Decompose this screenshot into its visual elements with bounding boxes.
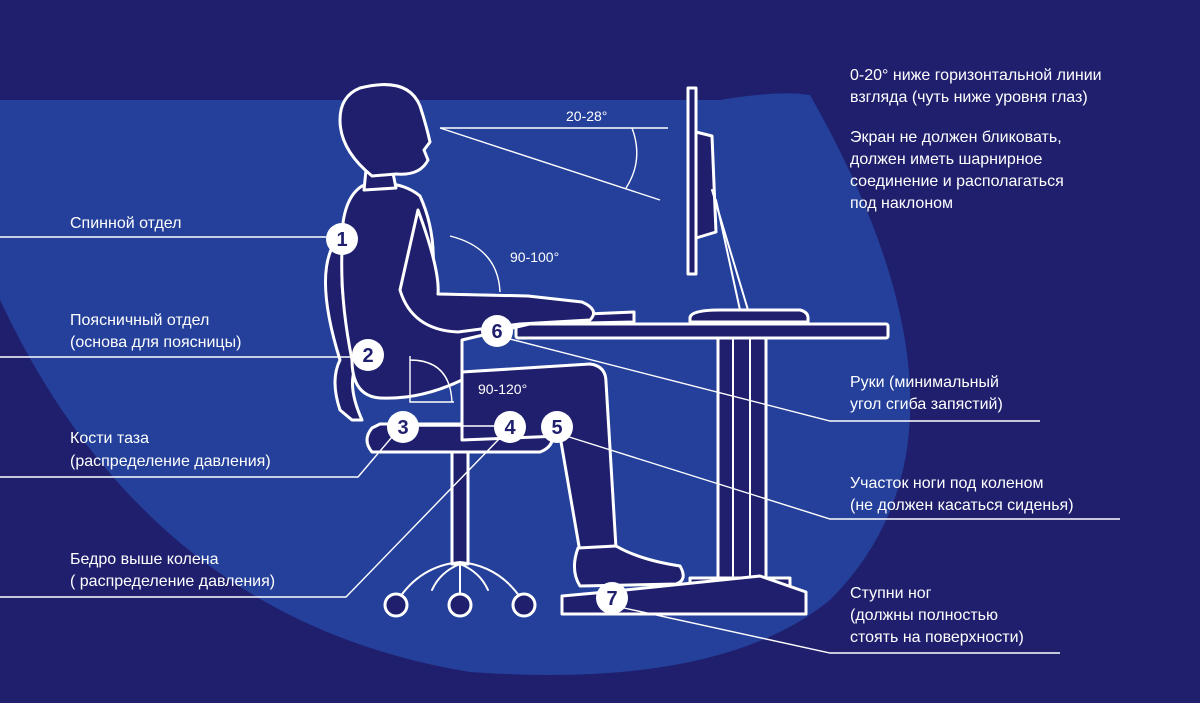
marker-1: 1: [326, 223, 358, 255]
marker-6: 6: [481, 315, 513, 347]
markers: 1 2 3 4 5 6 7: [326, 223, 628, 614]
eye-angle: 20-28°: [439, 108, 668, 201]
svg-text:Участок ноги под коленом: Участок ноги под коленом: [850, 475, 1044, 492]
svg-text:угол сгиба запястий): угол сгиба запястий): [850, 396, 1003, 413]
label-spine: Спинной отдел: [70, 215, 182, 232]
svg-text:соединение и располагаться: соединение и располагаться: [850, 173, 1064, 190]
chair-base: [397, 561, 523, 601]
desk-top: [514, 322, 890, 340]
background-top: [0, 0, 720, 100]
person-arm: [398, 208, 596, 334]
svg-text:4: 4: [504, 417, 516, 439]
svg-text:(основа для поясницы): (основа для поясницы): [70, 334, 241, 351]
svg-text:Кости таза: Кости таза: [70, 430, 149, 447]
person-leg: [460, 362, 618, 554]
svg-text:0-20° ниже горизонтальной лини: 0-20° ниже горизонтальной линии: [850, 67, 1102, 84]
chair-wheel: [511, 592, 537, 618]
svg-text:1: 1: [336, 229, 347, 251]
person-head: [338, 83, 432, 178]
chair-wheel: [383, 592, 409, 618]
label-feet: Ступни ног (должны полностью стоять на п…: [850, 585, 1024, 646]
person-shoe: [573, 544, 685, 588]
hip-angle: 90-100°: [449, 235, 559, 293]
leader-lines: [0, 236, 1120, 654]
svg-text:Ступни ног: Ступни ног: [850, 585, 932, 602]
svg-text:взгляда (чуть ниже уровня глаз: взгляда (чуть ниже уровня глаз): [850, 89, 1088, 106]
marker-3: 3: [387, 411, 419, 443]
svg-text:(не должен касаться сиденья): (не должен касаться сиденья): [850, 497, 1074, 514]
chair-column: [450, 450, 470, 566]
eye-angle-label: 20-28°: [566, 108, 607, 124]
label-screen-angle: 0-20° ниже горизонтальной линии взгляда …: [850, 67, 1102, 106]
monitor-arm-2: [715, 199, 741, 311]
knee-angle-label: 90-120°: [478, 381, 527, 397]
person: [338, 83, 685, 588]
svg-text:стоять на поверхности): стоять на поверхности): [850, 629, 1024, 646]
label-lumbar: Поясничный отдел (основа для поясницы): [70, 312, 241, 351]
svg-text:( распределение давления): ( распределение давления): [70, 573, 275, 590]
svg-text:5: 5: [551, 417, 562, 439]
marker-5: 5: [541, 411, 573, 443]
desk-leg: [716, 336, 768, 580]
monitor-screen: [686, 86, 698, 276]
svg-text:должен иметь шарнирное: должен иметь шарнирное: [850, 151, 1043, 168]
svg-text:Экран не должен бликовать,: Экран не должен бликовать,: [850, 129, 1062, 146]
label-screen: Экран не должен бликовать, должен иметь …: [850, 129, 1064, 212]
svg-text:(распределение давления): (распределение давления): [70, 453, 271, 470]
marker-4: 4: [494, 411, 526, 443]
svg-text:(должны полностью: (должны полностью: [850, 607, 998, 624]
knee-angle: 90-120°: [409, 356, 527, 403]
svg-text:Спинной отдел: Спинной отдел: [70, 215, 182, 232]
label-knee-area: Участок ноги под коленом (не должен каса…: [850, 475, 1074, 514]
hip-angle-label: 90-100°: [510, 249, 559, 265]
label-thigh: Бедро выше колена ( распределение давлен…: [70, 551, 275, 590]
chair-wheel: [447, 592, 473, 618]
marker-2: 2: [352, 339, 384, 371]
svg-text:7: 7: [606, 588, 617, 610]
svg-text:под наклоном: под наклоном: [850, 195, 953, 212]
svg-text:6: 6: [491, 321, 502, 343]
label-pelvis: Кости таза (распределение давления): [70, 430, 271, 470]
svg-text:Поясничный отдел: Поясничный отдел: [70, 312, 209, 329]
monitor: [686, 86, 810, 324]
label-hands: Руки (минимальный угол сгиба запястий): [850, 374, 1003, 413]
svg-text:2: 2: [362, 345, 373, 367]
monitor-base: [688, 308, 810, 324]
monitor-back: [694, 130, 718, 240]
marker-7: 7: [596, 582, 628, 614]
svg-text:Руки (минимальный: Руки (минимальный: [850, 374, 999, 391]
svg-text:3: 3: [397, 417, 408, 439]
svg-text:Бедро выше колена: Бедро выше колена: [70, 551, 219, 568]
